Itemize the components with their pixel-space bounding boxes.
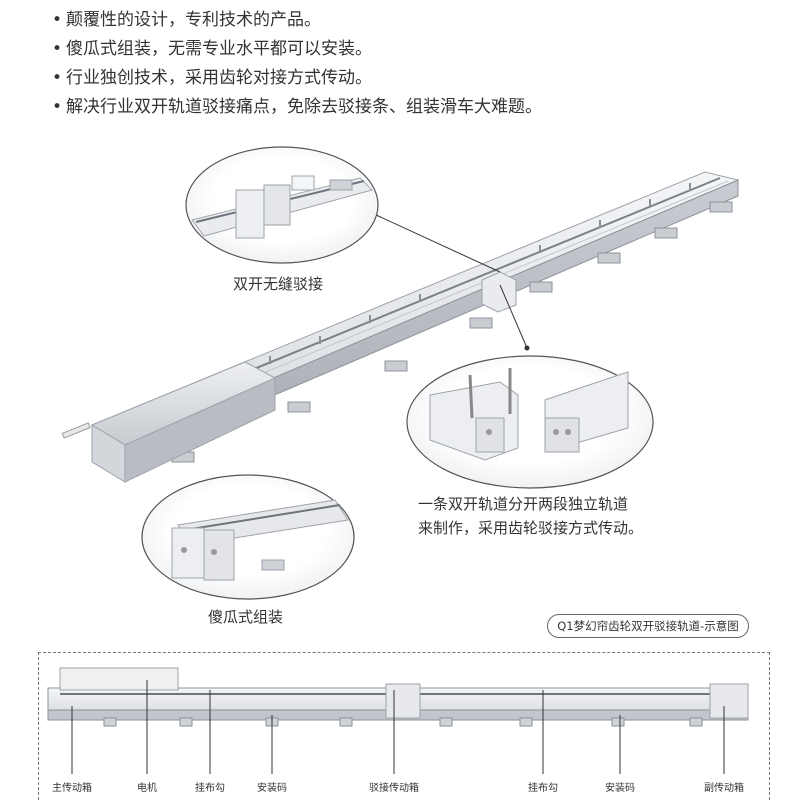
label-main-gearbox: 主传动箱 (52, 783, 92, 794)
label-motor: 电机 (137, 783, 157, 794)
schematic-frame (38, 652, 770, 800)
feature-item: 颠覆性的设计，专利技术的产品。 (52, 6, 542, 35)
label-hook: 挂布勾 (528, 783, 558, 794)
diagram-title-badge: Q1梦幻帘齿轮双开驳接轨道-示意图 (547, 614, 749, 638)
feature-item: 傻瓜式组装，无需专业水平都可以安装。 (52, 35, 542, 64)
feature-list: 颠覆性的设计，专利技术的产品。 傻瓜式组装，无需专业水平都可以安装。 行业独创技… (52, 6, 542, 122)
label-joint-gearbox: 驳接传动箱 (369, 783, 419, 794)
feature-item: 解决行业双开轨道驳接痛点，免除去驳接条、组装滑车大难题。 (52, 93, 542, 122)
main-rail (61, 171, 740, 483)
label-secondary-gearbox: 副传动箱 (704, 783, 744, 794)
caption-split-line1: 一条双开轨道分开两段独立轨道 (418, 495, 629, 513)
label-mount: 安装码 (605, 783, 635, 794)
caption-seamless: 双开无缝驳接 (233, 275, 324, 293)
caption-easy-install: 傻瓜式组装 (208, 608, 284, 626)
schematic-rail (47, 667, 749, 774)
caption-split-line2: 来制作，采用齿轮驳接方式传动。 (418, 519, 644, 537)
feature-item: 行业独创技术，采用齿轮对接方式传动。 (52, 64, 542, 93)
label-hook: 挂布勾 (195, 783, 225, 794)
leader-line (499, 284, 528, 349)
zoom-circle-assembly (141, 474, 355, 600)
zoom-circle-joint (185, 146, 379, 264)
zoom-circle-split (406, 355, 654, 489)
label-mount: 安装码 (257, 783, 287, 794)
